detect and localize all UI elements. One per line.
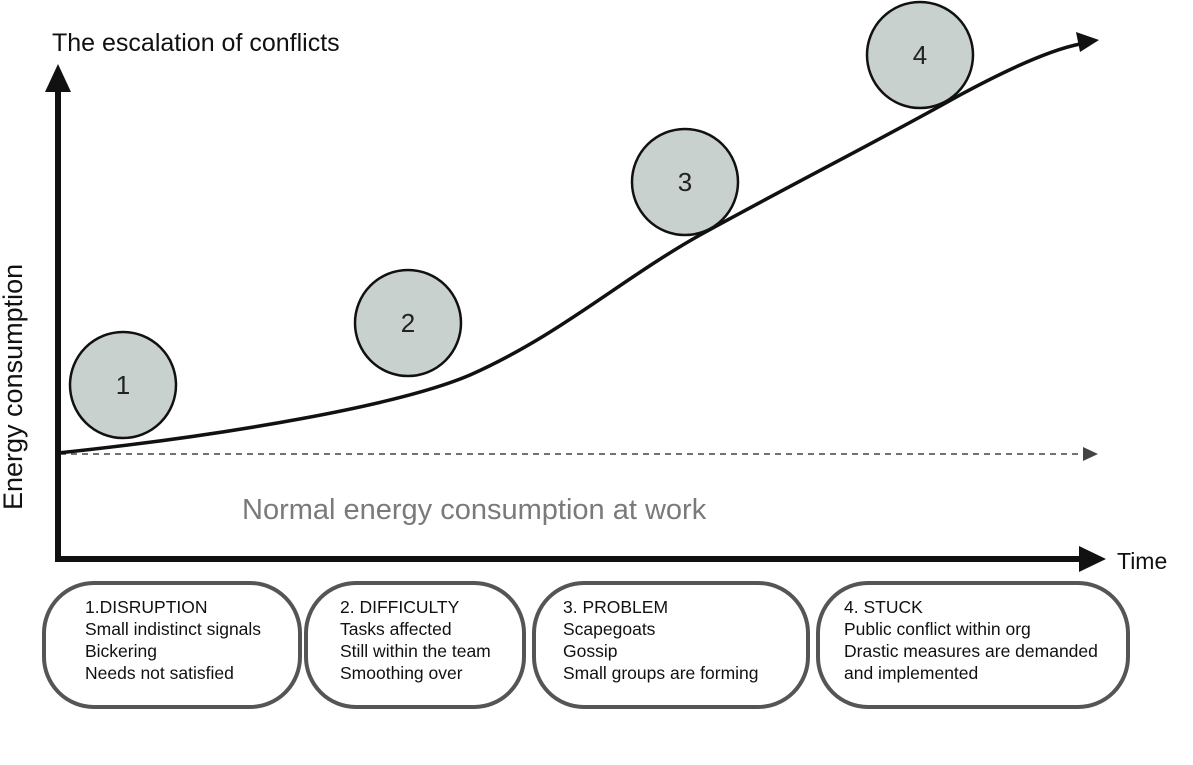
marker-1: 1 (68, 330, 178, 440)
stage-title: 1.DISRUPTION (85, 597, 208, 617)
stage-line: Bickering (85, 641, 157, 661)
stage-line: Small groups are forming (563, 663, 759, 683)
escalation-curve (57, 42, 1081, 455)
y-axis-arrowhead (45, 64, 71, 92)
stage-box-disruption: 1.DISRUPTION Small indistinct signals Bi… (42, 581, 302, 709)
baseline-arrowhead (1083, 447, 1098, 461)
stage-line: Drastic measures are demanded (844, 641, 1098, 661)
stage-title: 4. STUCK (844, 597, 923, 617)
stage-line: Tasks affected (340, 619, 452, 639)
marker-4-circle (865, 0, 975, 110)
stage-title: 2. DIFFICULTY (340, 597, 460, 617)
diagram-title: The escalation of conflicts (52, 29, 340, 57)
marker-4-number: 4 (913, 40, 927, 70)
stage-box-difficulty: 2. DIFFICULTY Tasks affected Still withi… (304, 581, 526, 709)
marker-3-number: 3 (678, 167, 692, 197)
stage-line: Still within the team (340, 641, 491, 661)
baseline-label: Normal energy consumption at work (242, 494, 707, 526)
stage-box-stuck: 4. STUCK Public conflict within org Dras… (816, 581, 1130, 709)
marker-2: 2 (353, 268, 463, 378)
x-axis-arrowhead (1079, 546, 1106, 572)
stage-line: Small indistinct signals (85, 619, 262, 639)
x-axis-label: Time (1117, 548, 1167, 574)
escalation-curve-arrowhead (1076, 32, 1099, 52)
stage-line: Public conflict within org (844, 619, 1031, 639)
stage-line: Gossip (563, 641, 618, 661)
marker-2-number: 2 (401, 308, 415, 338)
marker-1-number: 1 (116, 370, 130, 400)
marker-3: 3 (630, 127, 740, 237)
stage-line: Scapegoats (563, 619, 656, 639)
marker-3-circle (630, 127, 740, 237)
marker-2-circle (353, 268, 463, 378)
stage-box-problem: 3. PROBLEM Scapegoats Gossip Small group… (532, 581, 810, 709)
stage-line: Smoothing over (340, 663, 463, 683)
stage-line: and implemented (844, 663, 979, 683)
marker-1-circle (68, 330, 178, 440)
marker-4: 4 (865, 0, 975, 110)
stage-title: 3. PROBLEM (563, 597, 669, 617)
stage-line: Needs not satisfied (85, 663, 234, 683)
y-axis-label: Energy consumption (0, 264, 28, 510)
